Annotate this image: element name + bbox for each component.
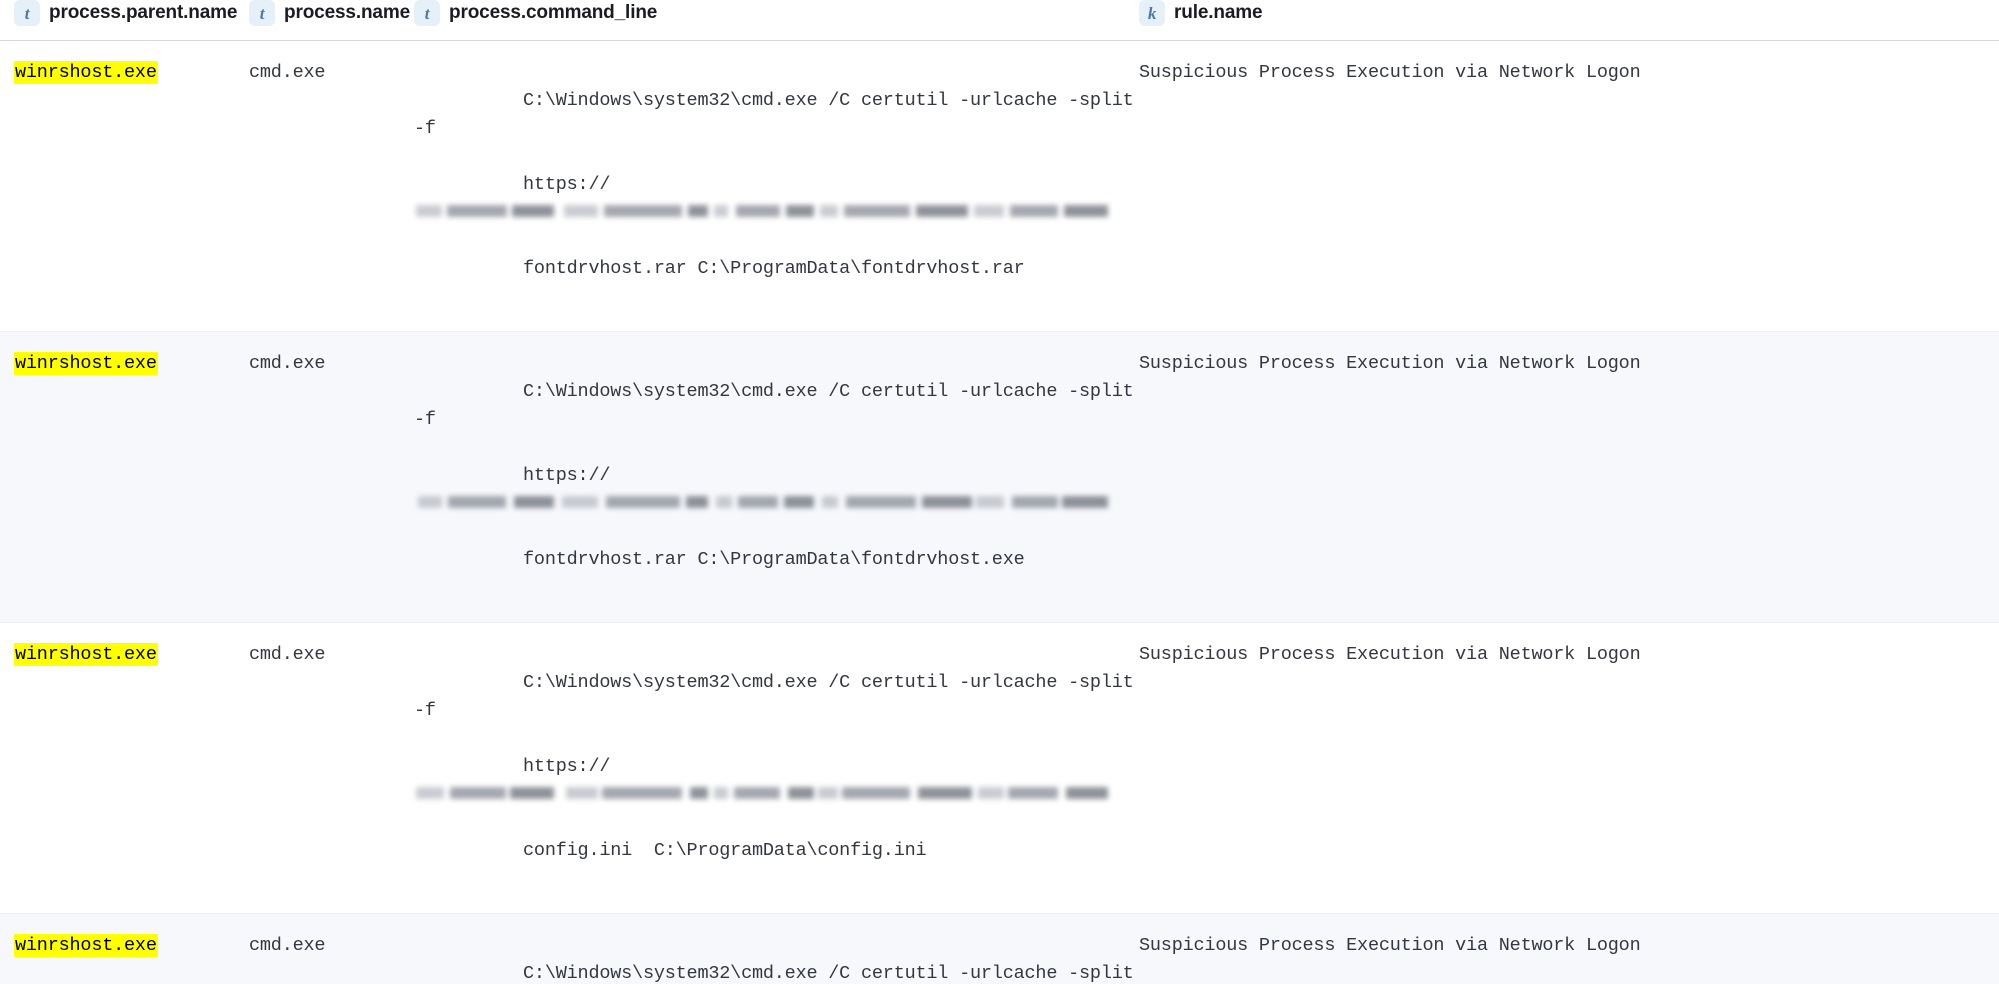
cell-process-name: cmd.exe	[249, 41, 414, 332]
cell-process-name: cmd.exe	[249, 332, 414, 623]
rule-name-text: Suspicious Process Execution via Network…	[1139, 935, 1640, 956]
table-row[interactable]: winrshost.exe cmd.exe C:\Windows\system3…	[0, 332, 1999, 623]
cell-rule-name: Suspicious Process Execution via Network…	[1139, 623, 1999, 914]
command-line-part-3: fontdrvhost.rar C:\ProgramData\fontdrvho…	[523, 258, 1024, 279]
column-header-label: process.command_line	[449, 2, 657, 24]
cell-rule-name: Suspicious Process Execution via Network…	[1139, 41, 1999, 332]
cell-process-parent-name: winrshost.exe	[0, 623, 249, 914]
field-type-text-icon: t	[414, 0, 440, 26]
command-line-part-3: fontdrvhost.rar C:\ProgramData\fontdrvho…	[523, 549, 1024, 570]
table-row[interactable]: winrshost.exe cmd.exe C:\Windows\system3…	[0, 914, 1999, 984]
field-type-text-icon: t	[14, 0, 40, 26]
command-line-part-1: C:\Windows\system32\cmd.exe /C certutil …	[414, 672, 1144, 721]
command-line-part-1: C:\Windows\system32\cmd.exe /C certutil …	[414, 963, 1144, 984]
column-header-process-name[interactable]: t process.name	[249, 0, 414, 41]
command-line-url-scheme: https://	[523, 174, 610, 195]
highlighted-match: winrshost.exe	[14, 934, 158, 957]
highlighted-match: winrshost.exe	[14, 352, 158, 375]
cell-process-name: cmd.exe	[249, 914, 414, 984]
rule-name-text: Suspicious Process Execution via Network…	[1139, 644, 1640, 665]
redacted-url	[414, 494, 1114, 511]
field-type-text-icon: t	[249, 0, 275, 26]
table-row[interactable]: winrshost.exe cmd.exe C:\Windows\system3…	[0, 41, 1999, 332]
rule-name-text: Suspicious Process Execution via Network…	[1139, 62, 1640, 83]
table-header: t process.parent.name t process.name t p…	[0, 0, 1999, 41]
cell-process-command-line: C:\Windows\system32\cmd.exe /C certutil …	[414, 623, 1139, 914]
command-line-url-scheme: https://	[523, 465, 610, 486]
cell-process-command-line: C:\Windows\system32\cmd.exe /C certutil …	[414, 41, 1139, 332]
cell-process-name: cmd.exe	[249, 623, 414, 914]
command-line-part-3: config.ini C:\ProgramData\config.ini	[523, 840, 926, 861]
column-header-process-parent-name[interactable]: t process.parent.name	[0, 0, 249, 41]
column-header-rule-name[interactable]: k rule.name	[1139, 0, 1999, 41]
highlighted-match: winrshost.exe	[14, 643, 158, 666]
table-row[interactable]: winrshost.exe cmd.exe C:\Windows\system3…	[0, 623, 1999, 914]
command-line-part-1: C:\Windows\system32\cmd.exe /C certutil …	[414, 381, 1144, 430]
table-header-row: t process.parent.name t process.name t p…	[0, 0, 1999, 41]
redacted-url	[414, 203, 1114, 220]
highlighted-match: winrshost.exe	[14, 61, 158, 84]
column-header-label: rule.name	[1174, 2, 1262, 24]
column-header-process-command-line[interactable]: t process.command_line	[414, 0, 1139, 41]
command-line-part-1: C:\Windows\system32\cmd.exe /C certutil …	[414, 90, 1144, 139]
column-header-label: process.name	[284, 2, 410, 24]
cell-process-parent-name: winrshost.exe	[0, 332, 249, 623]
redacted-url	[414, 785, 1114, 802]
cell-process-command-line: C:\Windows\system32\cmd.exe /C certutil …	[414, 914, 1139, 984]
cell-process-parent-name: winrshost.exe	[0, 41, 249, 332]
cell-rule-name: Suspicious Process Execution via Network…	[1139, 332, 1999, 623]
cell-process-parent-name: winrshost.exe	[0, 914, 249, 984]
command-line-url-scheme: https://	[523, 756, 610, 777]
field-type-keyword-icon: k	[1139, 0, 1165, 26]
cell-rule-name: Suspicious Process Execution via Network…	[1139, 914, 1999, 984]
table-body: winrshost.exe cmd.exe C:\Windows\system3…	[0, 41, 1999, 984]
rule-name-text: Suspicious Process Execution via Network…	[1139, 353, 1640, 374]
column-header-label: process.parent.name	[49, 2, 237, 24]
cell-process-command-line: C:\Windows\system32\cmd.exe /C certutil …	[414, 332, 1139, 623]
